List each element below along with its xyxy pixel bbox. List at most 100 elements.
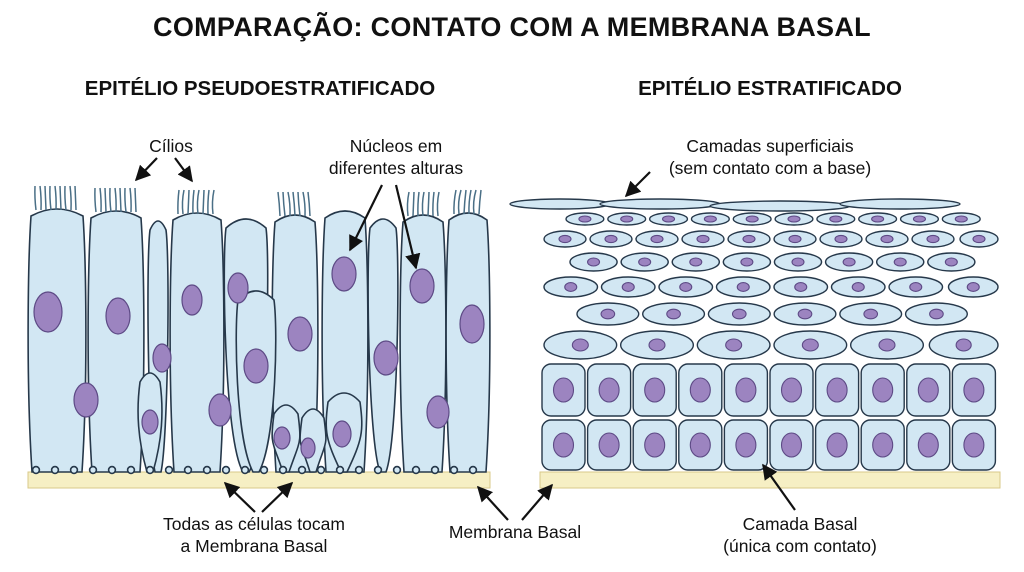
squamous-nucleus: [725, 338, 743, 352]
cilium: [54, 185, 57, 211]
membrane-label: Membrana Basal: [430, 521, 600, 543]
basal-nucleus: [644, 432, 666, 458]
nucleus: [332, 420, 352, 448]
squamous-nucleus: [801, 338, 819, 352]
basal-nucleus: [872, 432, 894, 458]
nucleus: [152, 343, 172, 373]
suprabasal-nucleus: [917, 377, 939, 403]
suprabasal-nucleus: [963, 377, 985, 403]
surface-scale: [599, 198, 721, 210]
cell-foot: [240, 465, 250, 475]
basal-nucleus: [826, 432, 848, 458]
nucleus: [227, 272, 249, 304]
nucleus: [243, 348, 269, 384]
squamous-nucleus: [791, 257, 805, 267]
cilium: [427, 191, 430, 217]
arrow-bottom-left: [223, 481, 256, 513]
cell-foot: [392, 465, 402, 475]
squamous-nucleus: [703, 215, 717, 223]
squamous-nucleus: [787, 215, 801, 223]
cell-foot: [88, 465, 98, 475]
squamous-nucleus: [926, 234, 940, 244]
basal-layer-label-line2: (única com contato): [723, 536, 877, 556]
nucleus: [373, 340, 399, 376]
suprabasal-nucleus: [598, 377, 620, 403]
suprabasal-nucleus: [872, 377, 894, 403]
squamous-nucleus: [571, 338, 589, 352]
cilia-label-text: Cílios: [149, 136, 193, 156]
cilia-group: [34, 185, 482, 217]
squamous-nucleus: [742, 234, 756, 244]
nucleus: [426, 395, 450, 429]
cilium: [478, 189, 482, 215]
arrow-bottom-right: [261, 481, 294, 513]
cell-foot: [183, 465, 193, 475]
cell-foot: [164, 465, 174, 475]
nuclei-label: Núcleos em diferentes alturas: [306, 135, 486, 179]
squamous-nucleus: [666, 308, 681, 320]
cilium: [129, 187, 132, 213]
nucleus: [33, 291, 63, 333]
cilium: [432, 191, 435, 217]
cilium: [187, 189, 190, 215]
surface-layers-label-line1: Camadas superficiais: [686, 136, 854, 156]
left-panel-heading: EPITÉLIO PSEUDOESTRATIFICADO: [84, 77, 436, 100]
nucleus: [459, 304, 485, 344]
cilium: [124, 187, 127, 213]
cilium: [468, 189, 472, 215]
basal-layer-label-line1: Camada Basal: [742, 514, 858, 534]
stratified-epithelium: [509, 198, 1001, 489]
pseudostratified-nuclei: [33, 256, 485, 459]
squamous-nucleus: [558, 234, 572, 244]
surface-scale: [839, 198, 961, 210]
nucleus: [73, 382, 99, 418]
cilium: [109, 187, 112, 213]
suprabasal-nucleus: [826, 377, 848, 403]
cilium: [457, 189, 462, 215]
arrow-nucleus-1: [349, 184, 383, 252]
cilium: [277, 191, 281, 217]
cilium: [297, 191, 301, 217]
squamous-nucleus: [621, 282, 635, 292]
arrow-nucleus-2: [394, 184, 421, 270]
squamous-nucleus: [794, 282, 808, 292]
arrow-membrane-right: [521, 483, 554, 521]
basal-nucleus: [780, 432, 803, 458]
arrow-basal-layer: [762, 463, 796, 511]
squamous-nucleus: [912, 215, 927, 223]
nucleus: [181, 284, 203, 316]
cell-foot: [259, 465, 269, 475]
stratified-nuclei: [552, 215, 986, 458]
basal-nucleus: [598, 432, 620, 458]
annotation-arrows: [134, 157, 796, 521]
cilium: [302, 191, 306, 217]
squamous-nucleus: [893, 257, 907, 267]
suprabasal-nucleus: [644, 377, 666, 403]
suprabasal-nucleus: [735, 377, 757, 403]
basal-nucleus: [552, 432, 575, 458]
arrow-surface-layers: [624, 171, 651, 198]
nucleus: [273, 426, 291, 450]
basal-layer-label: Camada Basal (única com contato): [700, 513, 900, 557]
squamous-nucleus: [834, 234, 848, 244]
cilium: [196, 189, 200, 215]
squamous-nucleus: [955, 338, 972, 352]
pseudostratified-epithelium: [27, 185, 491, 489]
cilium: [39, 185, 42, 211]
squamous-nucleus: [638, 257, 652, 267]
cilium: [412, 191, 415, 217]
squamous-nucleus: [600, 308, 616, 320]
squamous-nucleus: [954, 215, 968, 223]
squamous-nucleus: [661, 215, 676, 223]
cilium: [406, 191, 410, 217]
squamous-nucleus: [880, 234, 894, 244]
cilium: [463, 189, 467, 215]
cilium: [99, 187, 102, 213]
cell-foot: [107, 465, 117, 475]
cilium: [49, 185, 52, 211]
squamous-nucleus: [604, 234, 618, 244]
squamous-nucleus: [966, 282, 980, 292]
right-panel-heading: EPITÉLIO ESTRATIFICADO: [638, 77, 902, 100]
cilium: [94, 187, 97, 213]
